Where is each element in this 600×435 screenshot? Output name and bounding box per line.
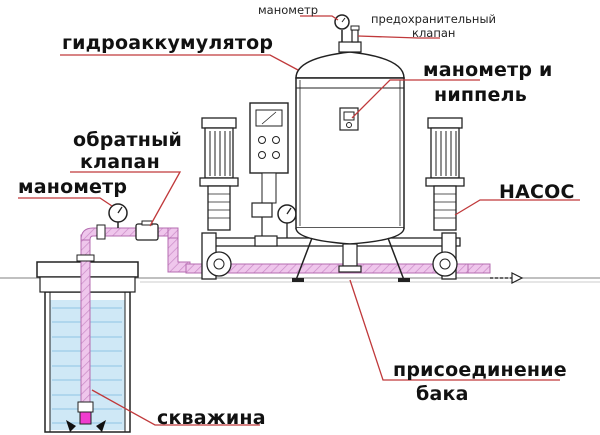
label-manometer-left: манометр [18,176,128,198]
label-well: скважина [157,407,266,429]
label-manometer-nipple-line1: манометр и [423,59,553,81]
label-tank-connection-line2: бака [416,383,469,405]
leader-lines [18,15,580,426]
right-pump [425,117,465,277]
label-hydro-accumulator: гидроаккумулятор [62,32,274,54]
label-safety-valve-line1: предохранительный [371,12,497,26]
arrow-right-icon [511,272,524,284]
control-panel [249,102,297,247]
label-check-valve-line2: клапан [80,151,160,173]
label-manometer-nipple-line2: ниппель [434,84,527,106]
label-tank-connection-line1: присоединение [393,359,567,381]
suction-pipe [66,234,106,432]
label-manometer-top: манометр [258,3,319,17]
label-pump: НАСОС [499,181,575,203]
label-check-valve-line1: обратный [73,129,182,151]
pressure-tank [292,14,410,282]
inlet-pipe [80,203,191,273]
left-pump [199,117,239,277]
label-safety-valve-line2: клапан [412,26,456,40]
